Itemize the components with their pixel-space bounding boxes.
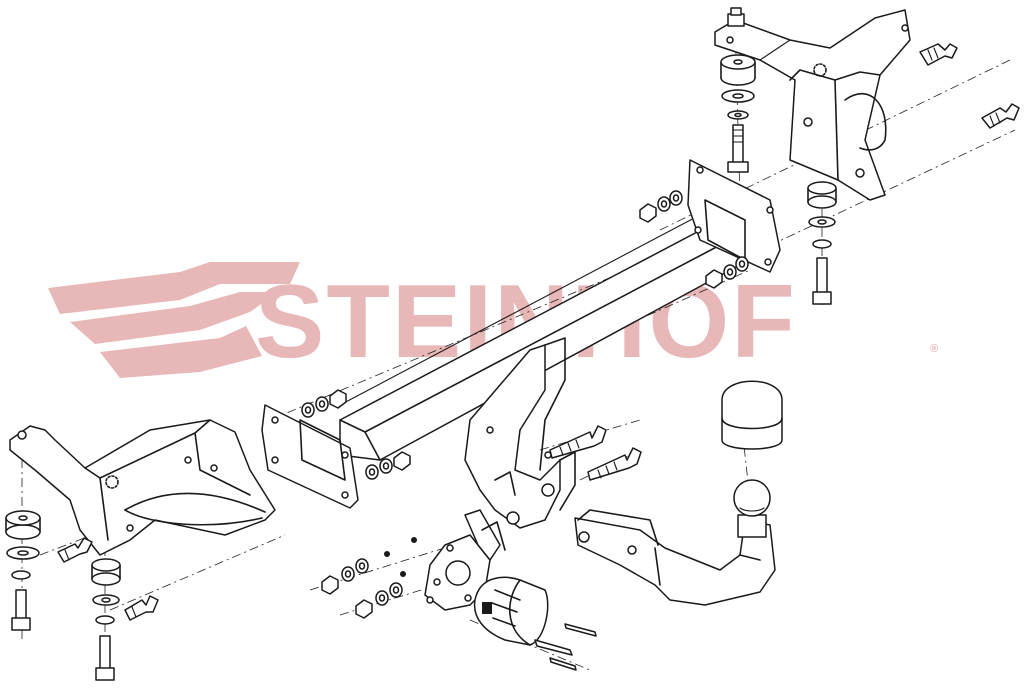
- central-drop-bracket: [464, 337, 576, 529]
- beam-left-nuts-top: [301, 389, 347, 418]
- left-bracket-spacers: [5, 510, 41, 631]
- left-lower-spacers: [91, 558, 121, 681]
- right-side-bracket: [714, 9, 911, 201]
- registered-mark: ®: [930, 343, 938, 355]
- beam-right-nuts-top: [639, 190, 683, 223]
- tow-ball-neck: [574, 509, 776, 606]
- electric-socket: [473, 576, 549, 646]
- beam-left-end-plate: [261, 404, 359, 509]
- beam-left-nuts-bottom: [365, 451, 411, 480]
- beam-right-end-plate: [687, 159, 781, 273]
- tow-ball: [733, 479, 771, 538]
- right-lower-spacers: [807, 181, 837, 305]
- right-bracket-vertical-bolt: [727, 124, 749, 173]
- right-bracket-upper-stud: [727, 7, 745, 27]
- socket-nuts-washers: [321, 537, 417, 619]
- left-side-bracket: [9, 419, 276, 556]
- beam-right-nuts-bottom: [705, 256, 749, 289]
- central-bracket-bolts: [549, 425, 642, 481]
- socket-screws: [534, 623, 597, 671]
- steinhof-swoosh-logo: [48, 262, 300, 378]
- left-bracket-side-bolts: [57, 537, 159, 621]
- tow-ball-cover-cap: [721, 380, 783, 450]
- socket-plate-arm: [464, 509, 506, 561]
- socket-mounting-plate: [424, 534, 491, 611]
- right-bracket-side-bolts: [919, 43, 1020, 129]
- right-bracket-spacers: [720, 54, 756, 120]
